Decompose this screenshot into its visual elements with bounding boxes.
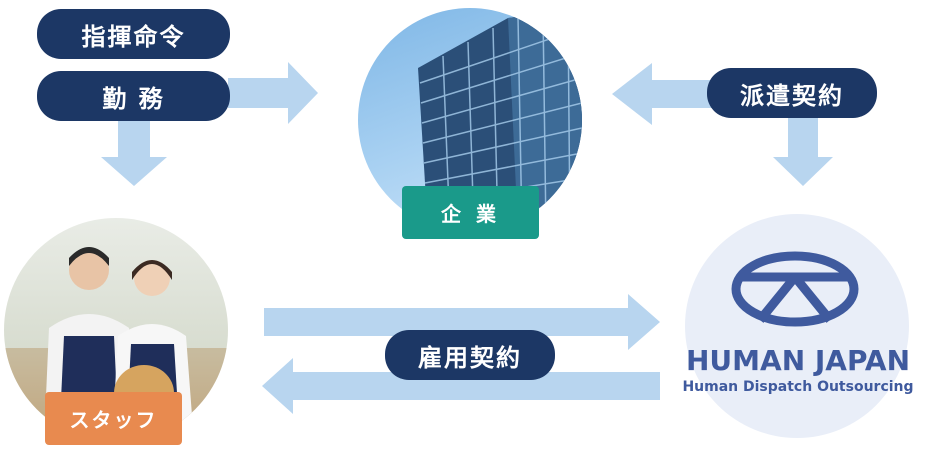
arrow-staff-to-agency — [264, 294, 660, 350]
staff-tag-label: スタッフ — [69, 408, 158, 432]
office-building-image — [418, 8, 582, 232]
arrow-agency-to-staff — [262, 358, 660, 414]
staff-tag: スタッフ — [45, 392, 182, 445]
command-pill: 指揮命令 — [37, 9, 230, 59]
company-tag-label: 企 業 — [441, 202, 500, 226]
employment-contract-pill: 雇用契約 — [385, 330, 555, 380]
arrow-work-to-company — [228, 62, 318, 124]
agency-logo-tagline: Human Dispatch Outsourcing — [682, 379, 914, 395]
arrow-dispatch-to-agency — [773, 118, 833, 186]
company-tag: 企 業 — [402, 186, 539, 239]
dispatch-contract-pill: 派遣契約 — [707, 68, 877, 118]
agency-logo-name: HUMAN JAPAN — [685, 344, 911, 377]
work-pill: 勤 務 — [37, 71, 230, 121]
arrow-dispatch-to-company — [612, 63, 712, 125]
arrow-command-to-staff — [101, 120, 167, 186]
